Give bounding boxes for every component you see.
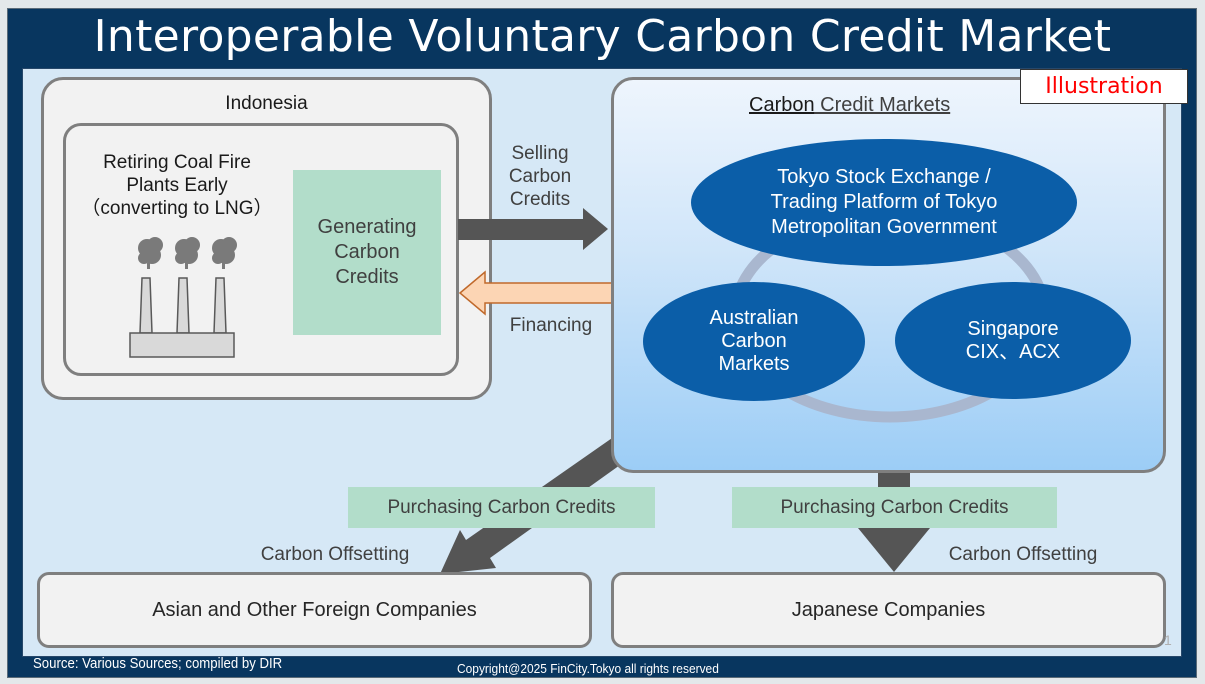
- selling-line-1: Selling: [511, 143, 569, 164]
- tokyo-line-3: Metropolitan Government: [771, 216, 997, 238]
- generating-credits-box: Generating Carbon Credits: [293, 170, 441, 335]
- slide-title: Interoperable Voluntary Carbon Credit Ma…: [93, 11, 1112, 62]
- markets-title: Carbon Credit Markets: [749, 93, 950, 117]
- copyright-note: Copyright@2025 FinCity.Tokyo all rights …: [457, 661, 719, 676]
- singapore-market-ellipse: Singapore CIX、ACX: [895, 282, 1131, 399]
- generating-line-3: Credits: [335, 266, 399, 288]
- generating-line-1: Generating: [317, 216, 417, 238]
- australia-line-2: Carbon: [721, 330, 787, 352]
- financing-label: Financing: [509, 315, 593, 336]
- purchasing-label-right: Purchasing Carbon Credits: [732, 487, 1057, 528]
- offsetting-label-left: Carbon Offsetting: [260, 544, 410, 565]
- selling-line-3: Credits: [509, 189, 571, 210]
- factory-smokestacks-icon: [129, 237, 237, 358]
- markets-title-rest: Credit Markets: [814, 94, 951, 116]
- retiring-coal-text: Retiring Coal Fire Plants Early （convert…: [72, 151, 282, 220]
- singapore-line-2: CIX、ACX: [965, 340, 1061, 363]
- tokyo-line-2: Trading Platform of Tokyo: [770, 191, 998, 213]
- generating-line-2: Carbon: [334, 241, 400, 263]
- japanese-companies-label: Japanese Companies: [791, 598, 986, 621]
- source-note: Source: Various Sources; compiled by DIR: [33, 655, 283, 672]
- selling-line-2: Carbon: [508, 166, 572, 187]
- markets-title-carbon: Carbon: [749, 94, 815, 116]
- singapore-line-1: Singapore: [967, 317, 1059, 340]
- retiring-line-3: （converting to LNG）: [81, 198, 273, 219]
- financing-arrow: [458, 270, 613, 316]
- page-number: 1: [1164, 632, 1172, 648]
- foreign-companies-label: Asian and Other Foreign Companies: [152, 598, 477, 621]
- tokyo-line-1: Tokyo Stock Exchange /: [777, 166, 991, 188]
- australia-line-3: Markets: [718, 353, 790, 375]
- offsetting-label-right: Carbon Offsetting: [948, 544, 1098, 565]
- australia-market-ellipse: Australian Carbon Markets: [643, 282, 865, 401]
- foreign-companies-box: Asian and Other Foreign Companies: [37, 572, 592, 648]
- indonesia-label: Indonesia: [225, 93, 308, 114]
- japanese-companies-box: Japanese Companies: [611, 572, 1166, 648]
- purchasing-label-left: Purchasing Carbon Credits: [348, 487, 655, 528]
- tokyo-exchange-ellipse: Tokyo Stock Exchange / Trading Platform …: [691, 139, 1077, 266]
- retiring-line-1: Retiring Coal Fire: [103, 152, 251, 173]
- retiring-line-2: Plants Early: [126, 175, 228, 196]
- illustration-badge: Illustration: [1020, 69, 1188, 104]
- selling-arrow: [458, 208, 608, 250]
- australia-line-1: Australian: [709, 307, 799, 329]
- selling-credits-label: Selling Carbon Credits: [490, 142, 590, 211]
